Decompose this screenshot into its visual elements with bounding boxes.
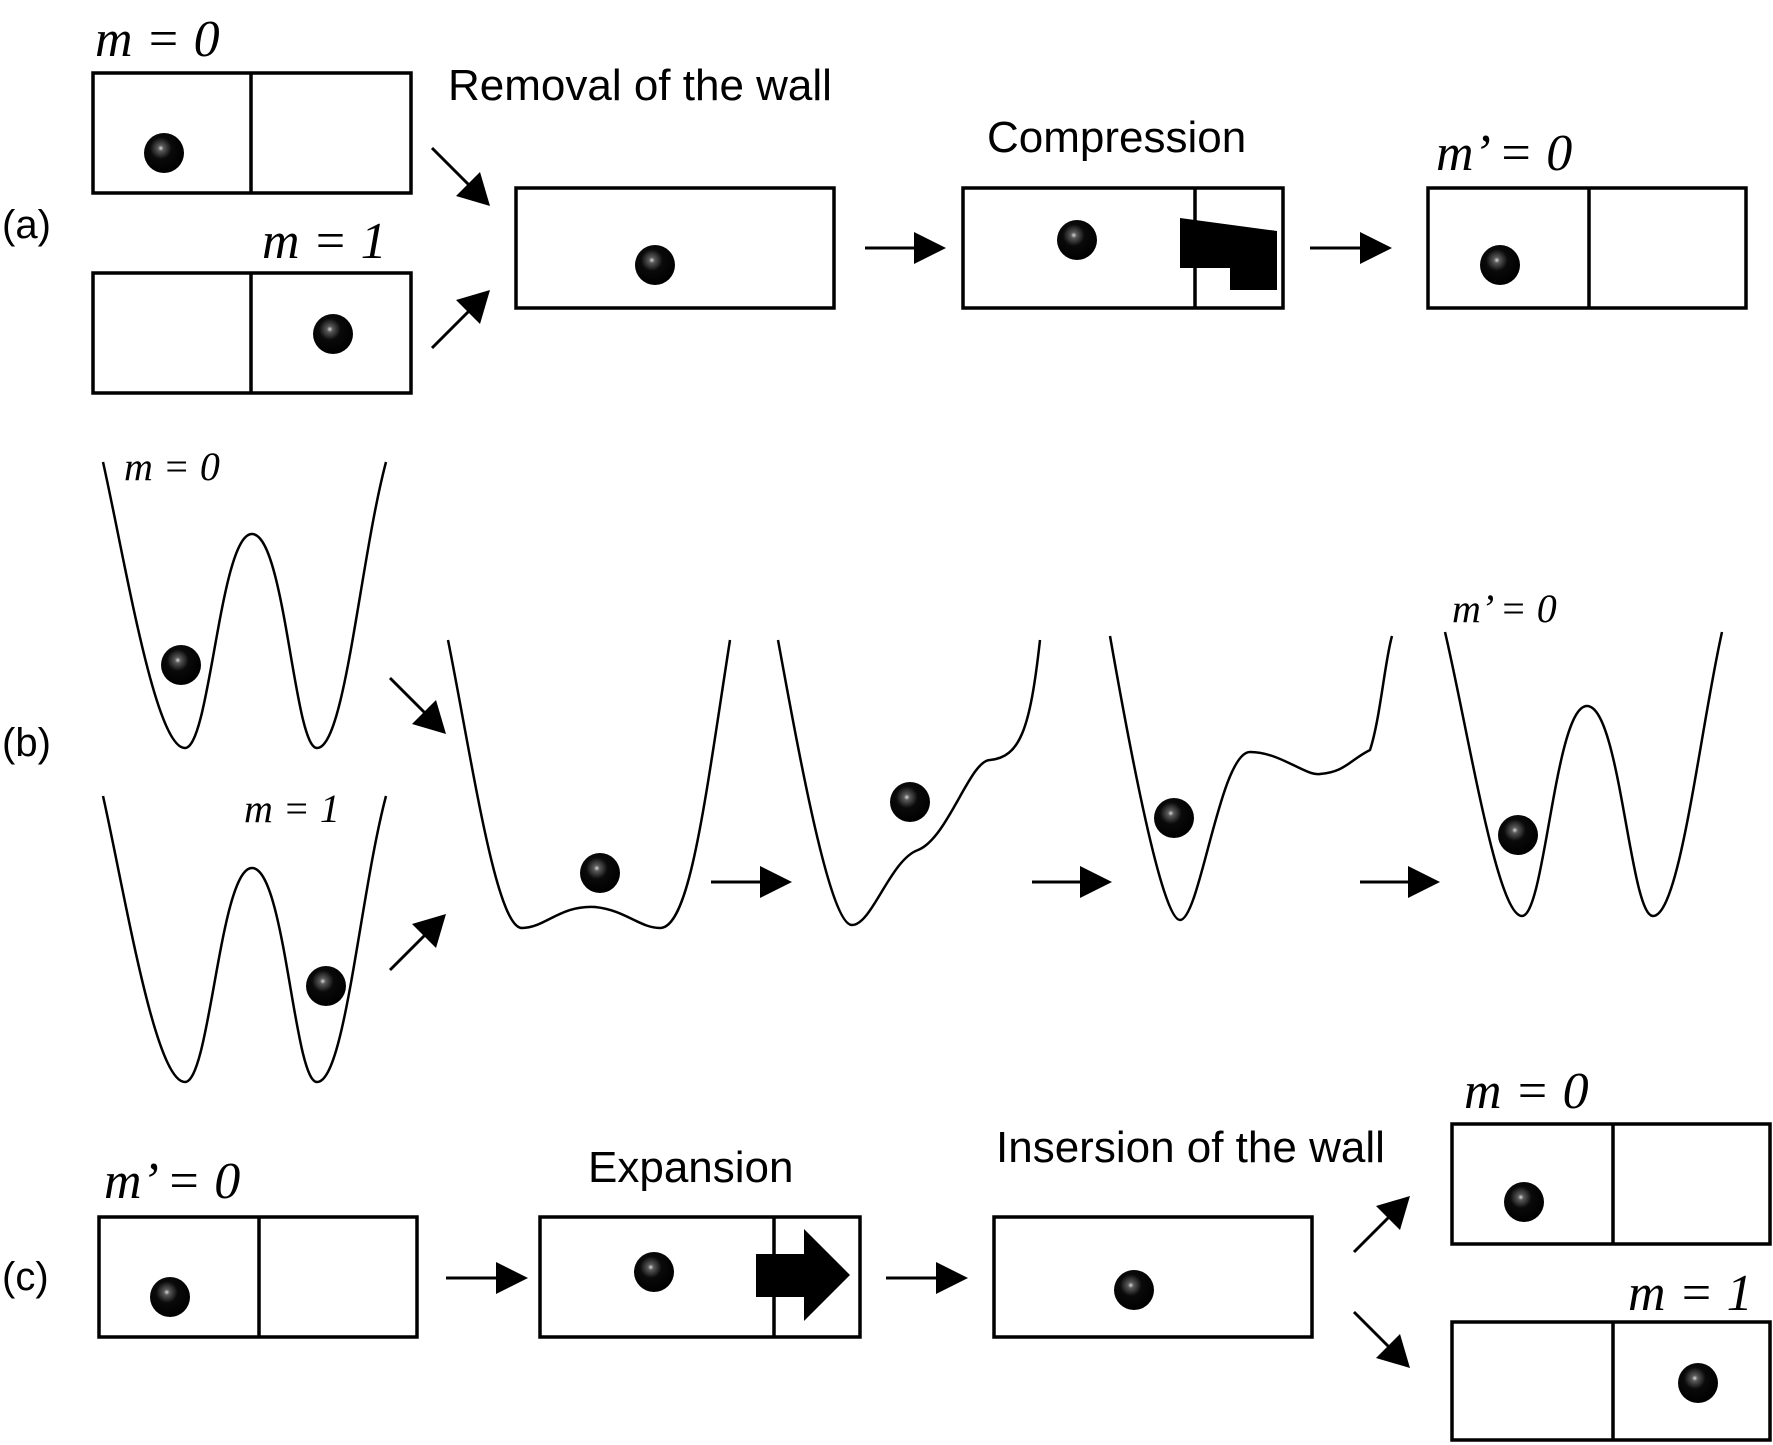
panel-c-label: (c) xyxy=(2,1255,49,1299)
panel-a-result-label: m’ = 0 xyxy=(1436,125,1572,182)
flow-arrow-icon xyxy=(1360,866,1440,898)
panel-c-box-out-m0 xyxy=(1450,1122,1772,1246)
panel-a-box-result xyxy=(1426,186,1748,310)
flow-arrow-icon xyxy=(1310,232,1392,264)
step-insertion-label: Insersion of the wall xyxy=(996,1123,1385,1172)
step-expansion-label: Expansion xyxy=(588,1143,793,1192)
panel-c: (c) m’ = 0 Expansion Insersion of the wa xyxy=(2,1063,1772,1442)
panel-b-m1-label: m = 1 xyxy=(244,786,340,831)
potential-single-well xyxy=(446,639,732,930)
potential-double-well-m1 xyxy=(101,795,388,1084)
panel-a-box-m1 xyxy=(91,271,413,395)
panel-c-box-out-m1 xyxy=(1450,1320,1772,1442)
flow-arrow-icon xyxy=(865,232,946,264)
potential-double-well-m0 xyxy=(101,461,388,750)
step-compression-label: Compression xyxy=(987,113,1246,162)
flow-arrow-icon xyxy=(1352,1196,1410,1254)
panel-a-label: (a) xyxy=(2,203,51,247)
panel-a-m0-label: m = 0 xyxy=(95,11,220,68)
panel-b-label: (b) xyxy=(2,721,51,765)
panel-a-m1-label: m = 1 xyxy=(262,213,387,270)
ball-icon xyxy=(161,645,201,685)
ball-icon xyxy=(1114,1270,1154,1310)
panel-c-out-m1-label: m = 1 xyxy=(1628,1265,1753,1322)
ball-icon xyxy=(1154,798,1194,838)
panel-b-result-label: m’ = 0 xyxy=(1452,586,1557,631)
ball-icon xyxy=(1057,220,1097,260)
flow-arrow-icon xyxy=(388,914,446,972)
ball-icon xyxy=(635,245,675,285)
flow-arrow-icon xyxy=(1032,866,1112,898)
flow-arrow-icon xyxy=(430,290,490,350)
ball-icon xyxy=(150,1277,190,1317)
panel-c-out-m0-label: m = 0 xyxy=(1464,1063,1589,1120)
flow-arrow-icon xyxy=(388,676,446,734)
push-arrow-icon xyxy=(1180,218,1277,290)
flow-arrow-icon xyxy=(446,1262,528,1294)
panel-a: (a) m = 0 m = 1 Removal of the wall xyxy=(2,11,1748,395)
ball-icon xyxy=(1498,815,1538,855)
panel-c-box-expansion xyxy=(538,1215,862,1339)
panel-b: (b) m = 0 m = 1 xyxy=(2,444,1724,1084)
push-arrow-icon xyxy=(756,1229,850,1321)
ball-icon xyxy=(580,853,620,893)
flow-arrow-icon xyxy=(711,866,792,898)
panel-a-box-compression xyxy=(961,186,1285,310)
panel-c-start-label: m’ = 0 xyxy=(104,1153,240,1210)
ball-icon xyxy=(634,1252,674,1292)
ball-icon xyxy=(1480,245,1520,285)
flow-arrow-icon xyxy=(886,1262,968,1294)
ball-icon xyxy=(306,966,346,1006)
ball-icon xyxy=(313,314,353,354)
ball-icon xyxy=(1504,1182,1544,1222)
flow-arrow-icon xyxy=(1352,1310,1410,1368)
ball-icon xyxy=(144,133,184,173)
panel-b-m0-label: m = 0 xyxy=(124,444,220,489)
ball-icon xyxy=(1678,1363,1718,1403)
panel-a-box-open xyxy=(514,186,836,310)
step-removal-label: Removal of the wall xyxy=(448,61,832,110)
panel-a-box-m0 xyxy=(91,71,413,195)
potential-tilted-well-1 xyxy=(776,639,1042,927)
potential-double-well-result xyxy=(1443,631,1724,918)
flow-arrow-icon xyxy=(430,146,490,206)
potential-tilted-well-2 xyxy=(1108,635,1394,922)
ball-icon xyxy=(890,782,930,822)
panel-c-box-open xyxy=(992,1215,1314,1339)
panel-c-box-start xyxy=(97,1215,419,1339)
